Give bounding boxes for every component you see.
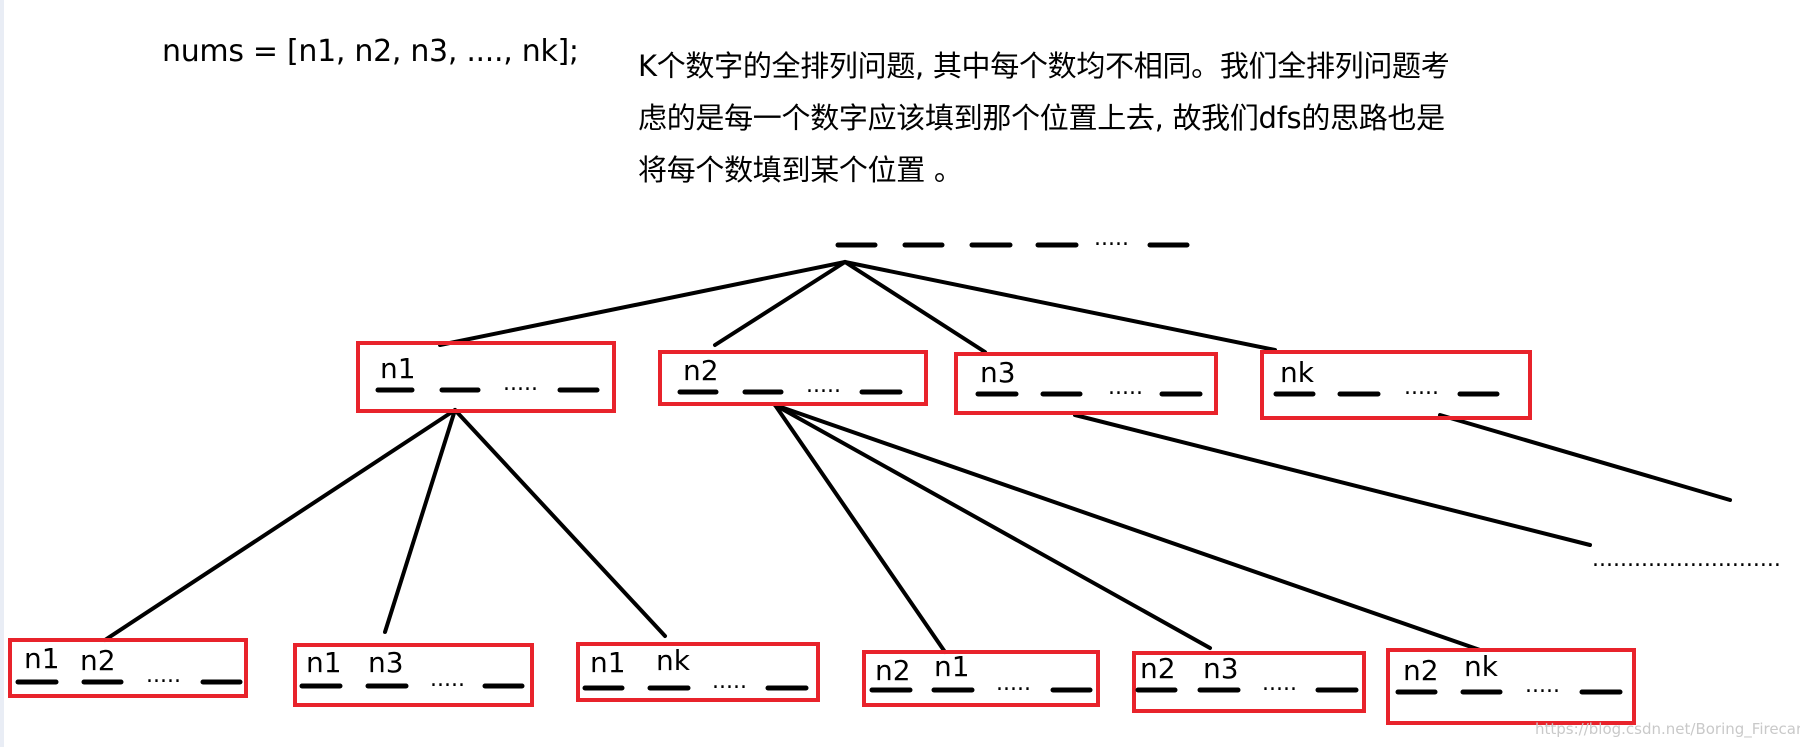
node-dots: .....	[806, 373, 841, 398]
root-node: .....	[835, 226, 1190, 251]
node-box	[293, 643, 534, 707]
description-line-1: K个数字的全排列问题, 其中每个数均不相同。我们全排列问题考	[638, 49, 1450, 83]
edge-n3-continuation	[1073, 413, 1592, 547]
node-dots: .....	[430, 667, 465, 692]
edge-n2-n2nk	[773, 403, 1482, 652]
level1-node-n2: n2 .....	[658, 350, 928, 406]
level2-node-n1-n3: n1 n3 .....	[293, 643, 534, 707]
edge-n1-n1n2	[103, 408, 457, 642]
node-first-label: n1	[380, 352, 416, 385]
node-second-label: n2	[80, 644, 116, 677]
node-box	[954, 352, 1218, 415]
level2-node-n2-n3: n2 n3 .....	[1132, 651, 1366, 713]
node-dots: .....	[1525, 673, 1560, 698]
node-first-label: n2	[1403, 654, 1439, 687]
edge-root-n1	[438, 260, 847, 347]
tree-edges	[103, 260, 1732, 654]
node-first-label: n2	[1140, 652, 1176, 685]
node-first-label: n1	[24, 642, 60, 675]
node-dots: .....	[503, 371, 538, 396]
level2-node-n2-n1: n2 n1 .....	[862, 650, 1100, 707]
node-dots: .....	[712, 669, 747, 694]
level2-node-n1-n2: n1 n2 .....	[8, 638, 248, 698]
level1-node-nk: nk .....	[1260, 350, 1532, 420]
node-box	[1132, 651, 1366, 713]
node-second-label: n3	[1203, 652, 1239, 685]
left-edge-strip	[0, 0, 4, 747]
description-line-3: 将每个数填到某个位置 。	[638, 153, 963, 187]
edge-root-n3	[843, 260, 987, 354]
edge-n1-n1nk	[453, 408, 667, 638]
watermark: https://blog.csdn.net/Boring_Firecar	[1535, 720, 1800, 738]
root-dots: .....	[1094, 226, 1129, 251]
level2-node-n2-nk: n2 nk .....	[1386, 648, 1636, 725]
level1-node-n1: n1 .....	[356, 341, 616, 413]
nums-definition: nums = [n1, n2, n3, ...., nk];	[162, 34, 579, 69]
node-first-label: n1	[590, 646, 626, 679]
continuation-dots: ...........................	[1592, 547, 1781, 572]
node-second-label: nk	[1464, 650, 1499, 683]
edge-root-nk	[843, 260, 1277, 352]
node-first-label: n3	[980, 356, 1016, 389]
node-second-label: n1	[934, 650, 970, 683]
level2-node-n1-nk: n1 nk .....	[576, 642, 820, 702]
node-box	[356, 341, 616, 413]
node-dots: .....	[1404, 375, 1439, 400]
node-dots: .....	[996, 671, 1031, 696]
node-box	[8, 638, 248, 698]
node-box	[1386, 648, 1636, 725]
edge-root-n2	[713, 260, 847, 347]
node-box	[658, 350, 928, 406]
description: K个数字的全排列问题, 其中每个数均不相同。我们全排列问题考 虑的是每一个数字应…	[638, 40, 1508, 196]
node-box	[1260, 350, 1532, 420]
node-box	[862, 650, 1100, 707]
node-first-label: n2	[683, 354, 719, 387]
node-dots: .....	[1108, 375, 1143, 400]
edge-n2-n2n1	[773, 403, 947, 654]
node-box	[576, 642, 820, 702]
node-second-label: n3	[368, 646, 404, 679]
node-first-label: nk	[1280, 356, 1315, 389]
node-dots: .....	[146, 663, 181, 688]
edge-n1-n1n3	[383, 408, 457, 634]
level1-node-n3: n3 .....	[954, 352, 1218, 415]
node-first-label: n2	[875, 654, 911, 687]
node-second-label: nk	[656, 644, 691, 677]
node-first-label: n1	[306, 646, 342, 679]
description-line-2: 虑的是每一个数字应该填到那个位置上去, 故我们dfs的思路也是	[638, 101, 1445, 135]
node-dots: .....	[1262, 671, 1297, 696]
edge-nk-continuation	[1438, 413, 1732, 502]
edge-n2-n2n3	[773, 403, 1212, 650]
